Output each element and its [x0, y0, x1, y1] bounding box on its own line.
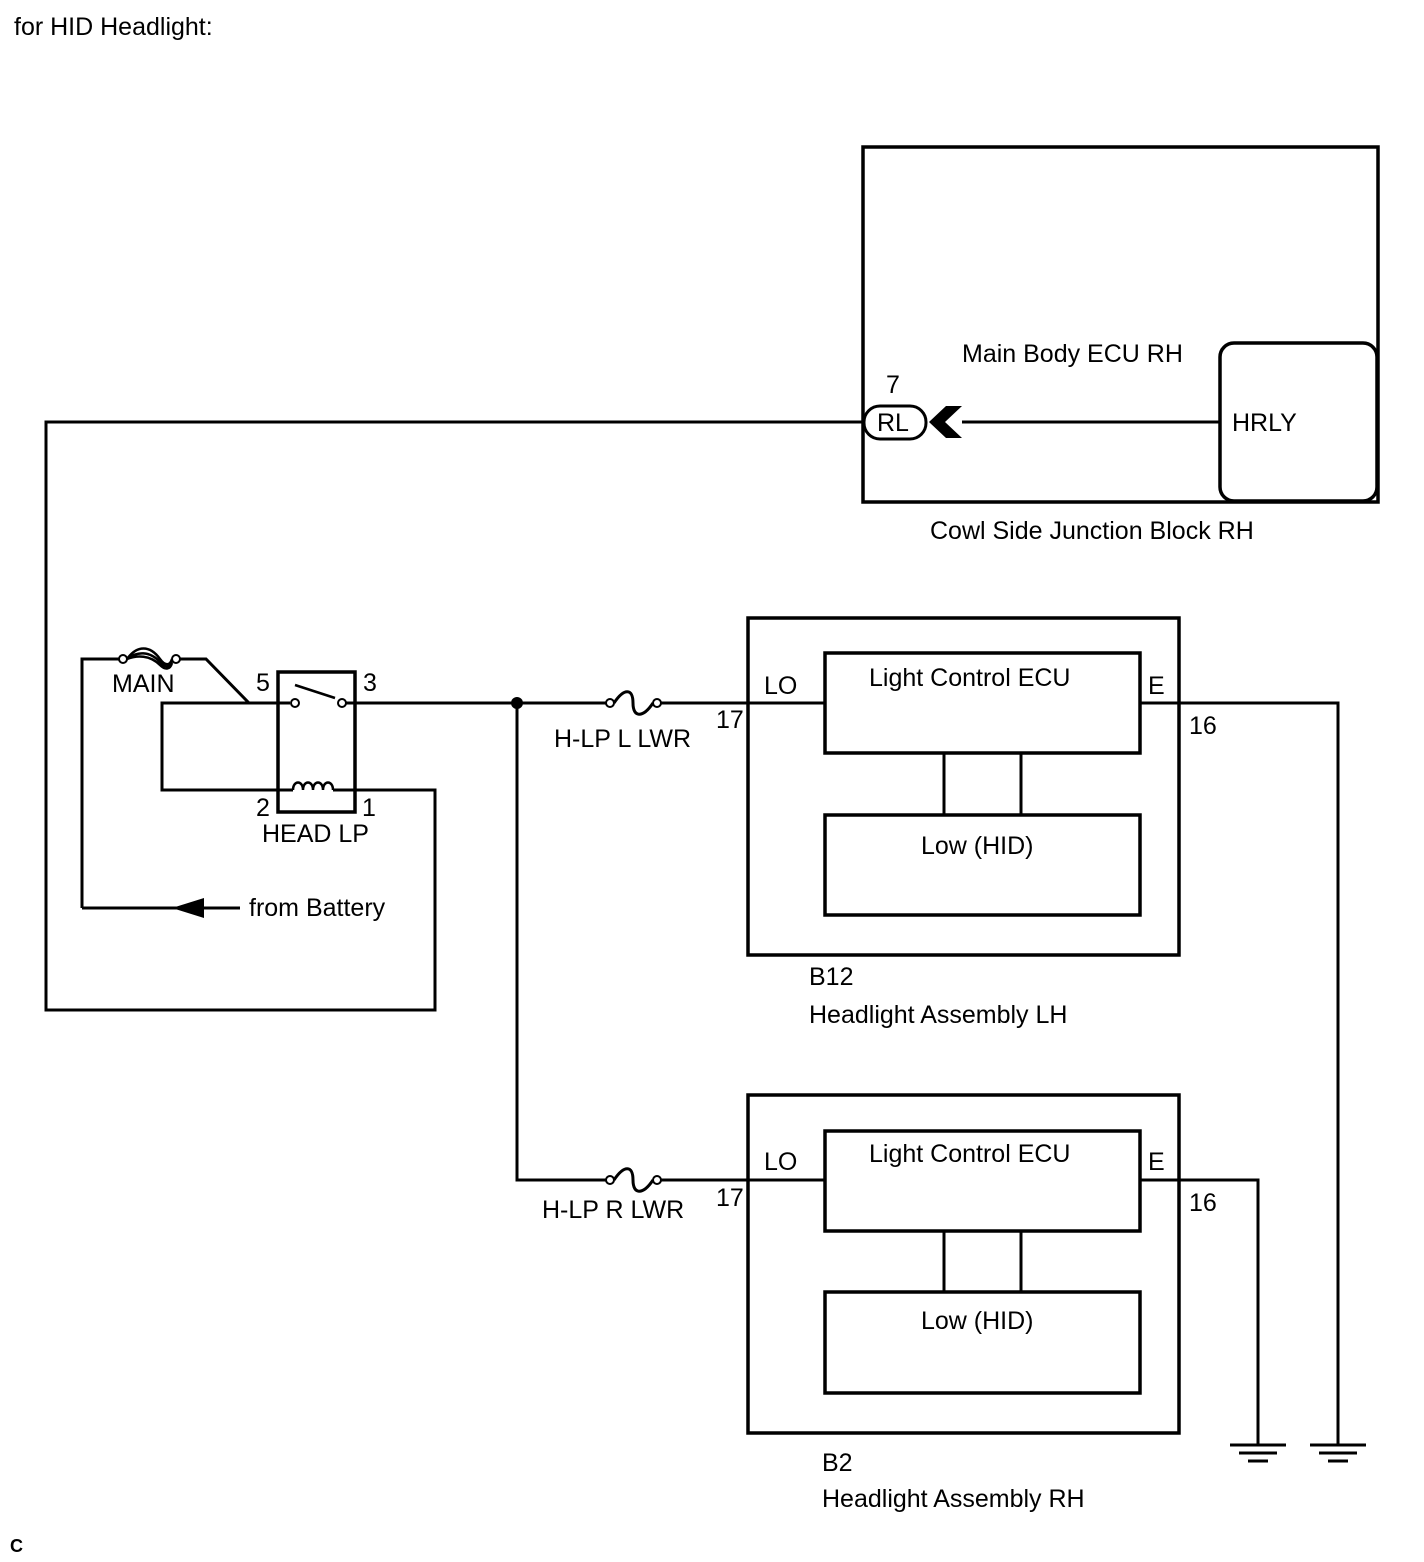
main-fuse-label: MAIN [112, 670, 175, 698]
head-lp-label: HEAD LP [262, 820, 369, 848]
cowl-block-label: Cowl Side Junction Block RH [930, 517, 1254, 545]
lh-assembly-name: Headlight Assembly LH [809, 1001, 1067, 1029]
relay-pin5: 5 [256, 669, 270, 697]
rh-pin-17: 17 [716, 1184, 744, 1212]
rh-connector-code: B2 [822, 1449, 853, 1477]
relay-pin2: 2 [256, 794, 270, 822]
footer-mark: C [10, 1536, 23, 1556]
rl-terminal-number: 7 [886, 371, 900, 399]
rh-pin-e: E [1148, 1148, 1165, 1176]
lh-pin-16: 16 [1189, 712, 1217, 740]
hlp-l-lwr-fuse-icon [605, 690, 662, 716]
lh-lamp-label: Low (HID) [921, 832, 1034, 860]
hlp-r-lwr-label: H-LP R LWR [542, 1196, 684, 1224]
hlp-l-lwr-label: H-LP L LWR [554, 725, 691, 753]
wire-coil-pin2 [160, 701, 278, 792]
ground-icon [1310, 1443, 1366, 1463]
diagram-title: for HID Headlight: [14, 13, 213, 41]
wire-rh-ground [1140, 1178, 1260, 1444]
headlight-lh-box [746, 616, 1181, 957]
rh-ecu-label: Light Control ECU [869, 1140, 1070, 1168]
rh-low-hid [823, 1290, 1142, 1395]
hrly-label: HRLY [1232, 409, 1297, 437]
relay-switch-arm [294, 683, 336, 700]
connector-chevron-icon [929, 406, 962, 438]
main-body-ecu-label: Main Body ECU RH [962, 340, 1183, 368]
head-lp-relay [276, 670, 357, 814]
lh-pin-17: 17 [716, 706, 744, 734]
lh-pin-lo: LO [764, 672, 797, 700]
hlp-r-lwr-fuse-icon [605, 1167, 662, 1193]
wire-to-rh-fuse [515, 703, 607, 1182]
rh-pin-lo: LO [764, 1148, 797, 1176]
rl-terminal-label: RL [877, 409, 909, 437]
ground-icon [1230, 1443, 1286, 1463]
relay-pin3: 3 [363, 669, 377, 697]
wire-lh-ground [1140, 701, 1340, 1444]
relay-pin1: 1 [362, 794, 376, 822]
rh-pin-16: 16 [1189, 1189, 1217, 1217]
from-battery-label: from Battery [249, 894, 386, 922]
lh-low-hid [823, 813, 1142, 917]
relay-contact-right [337, 698, 347, 708]
wire-rl-to-relay-coil [44, 420, 864, 1012]
relay-contact-left [290, 698, 300, 708]
lh-connector-code: B12 [809, 963, 853, 991]
rh-assembly-name: Headlight Assembly RH [822, 1485, 1085, 1513]
lh-ecu-label: Light Control ECU [869, 664, 1070, 692]
lh-pin-e: E [1148, 672, 1165, 700]
main-fuse-icon [118, 647, 181, 670]
battery-arrow-icon [172, 898, 204, 918]
relay-coil-icon [291, 781, 335, 791]
cowl-junction-block [861, 145, 1380, 504]
rh-lamp-label: Low (HID) [921, 1307, 1034, 1335]
wire-battery-feed [80, 657, 120, 908]
headlight-rh-box [746, 1093, 1181, 1435]
